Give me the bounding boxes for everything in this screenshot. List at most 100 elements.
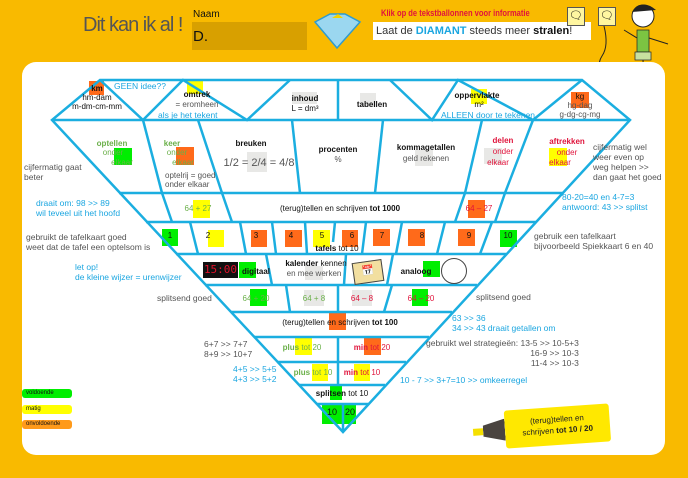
tekent-note: als je het tekent [158, 110, 218, 120]
slogan-mid: steeds meer [466, 25, 534, 37]
tafels-bold: tafels [315, 244, 337, 253]
speech-bubble-icon-2[interactable]: 🗨 [598, 7, 616, 26]
delen-elkaar: elkaar [487, 158, 509, 167]
tafel-2: 2 [205, 231, 211, 240]
note-line: beter [24, 172, 44, 182]
min-tot-20: min tot 20 [354, 343, 390, 352]
onder-elkaar-note: onder elkaar [165, 180, 210, 189]
delen-onder: onder [492, 147, 514, 156]
tafel-3: 3 [253, 231, 259, 240]
speech-bubble-icon-1[interactable]: 🗨 [567, 7, 585, 26]
min-word: min [353, 343, 368, 352]
note-line: cijfermatig gaat [24, 162, 82, 172]
tot-10-word: tot 10 [310, 368, 333, 377]
keer-label: keer [163, 139, 181, 148]
number-10: 10 [326, 407, 338, 417]
legend-matig: matig [22, 405, 72, 414]
note-line: bijvoorbeeld Spiekkaart 6 en 40 [534, 241, 654, 251]
note-line: let op! [75, 262, 99, 272]
tot-100-label: (terug)tellen en schrijven tot 100 [282, 318, 398, 327]
note-left-5: splitsend goed [157, 293, 212, 303]
kalender-label: kalender kennen [285, 259, 346, 268]
app-title: Dit kan ik al ! [83, 14, 183, 36]
note-line: weet dat de tafel een optelsom is [26, 242, 151, 252]
keer-elkaar: elkaar [172, 158, 194, 167]
tot-20-word: tot 20 [299, 343, 322, 352]
fraction-formula: 1/2 = 2/4 = 4/8 [223, 157, 295, 169]
hm-dam-label: hm-dam [82, 93, 112, 102]
highlighter-cap [472, 428, 484, 436]
tafel-5: 5 [319, 231, 325, 240]
slogan-bold: stralen [533, 25, 570, 37]
note-line: wil teveel uit het hoofd [36, 208, 121, 218]
tot-1000-pre: (terug)tellen en schrijven [279, 204, 370, 213]
tafel-4: 4 [288, 231, 294, 240]
alleen-note: ALLEEN door te tekenen [441, 110, 536, 120]
kg-label: kg [575, 92, 585, 101]
note-line: 63 >> 36 [452, 313, 486, 323]
optellen-elkaar: elkaar [111, 158, 133, 167]
kalender-label-2: en mee werken [286, 269, 342, 278]
m2-label: m² [474, 100, 484, 109]
note-line: weer even op [593, 152, 645, 162]
aftrekken-label: aftrekken [549, 137, 585, 146]
tafel-9: 9 [466, 231, 472, 240]
aftrekken-elkaar: elkaar [549, 158, 571, 167]
note-left-4: let op!de kleine wijzer = urenwijzer [75, 262, 182, 282]
analoog-label: analoog [400, 267, 432, 276]
kalender-bold: kalender [285, 259, 319, 268]
sum-64-plus-27: 64 + 27 [184, 204, 212, 213]
plus-tot-10: plus tot 10 [294, 368, 333, 377]
note-line: cijfermatig wel [593, 142, 647, 152]
status-tafel-2 [208, 230, 224, 247]
note-line: antwoord: 43 >> splitst [562, 202, 648, 212]
note-line: 6+7 >> 7+7 [204, 339, 248, 349]
digitaal-label: digitaal [241, 267, 271, 276]
sum-64-min-27: 64 – 27 [465, 204, 493, 213]
procenten-label: procenten [318, 145, 358, 154]
plus-word-2: plus [293, 368, 311, 377]
inhoud-label: inhoud [291, 94, 319, 103]
splitsen-bold: splitsen [315, 389, 346, 398]
name-label: Naam [193, 9, 220, 20]
tot-100-pre: (terug)tellen en schrijven [282, 318, 373, 327]
analog-clock-icon [441, 258, 467, 284]
highlighter-tip [482, 419, 505, 442]
omtrek-label: omtrek [183, 90, 211, 99]
highlighter-pre: schrijven [522, 426, 557, 438]
note-line: draait om: 98 >> 89 [36, 198, 110, 208]
delen-label: delen [492, 136, 514, 145]
note-line: 4+3 >> 5+2 [233, 374, 277, 384]
legend-onvoldoende: onvoldoende [22, 420, 72, 429]
oppervlakte-label: oppervlakte [454, 91, 500, 100]
tafel-1: 1 [167, 231, 173, 240]
optellen-label: optellen [96, 139, 128, 148]
note-line: dan gaat het goed [593, 172, 662, 182]
highlighter-body: (terug)tellen en schrijven tot 10 / 20 [503, 403, 612, 449]
number-20: 20 [344, 407, 356, 417]
splitsen-label: splitsen tot 10 [316, 389, 368, 398]
optelrij-note: optelrij = goed [165, 171, 216, 180]
tot-100-bold: tot 100 [372, 318, 398, 327]
tot-10-word-2: tot 10 [357, 368, 381, 377]
breuken-label: breuken [235, 139, 267, 148]
m-dm-label: m-dm-cm-mm [72, 102, 122, 111]
note-right-6: gebruikt wel strategieën: 13-5 >> 10-5+3… [426, 338, 579, 368]
hg-dag-label: hg-dag [567, 101, 593, 110]
g-dg-label: g-dg-cg-mg [559, 110, 601, 119]
note-line: 8+9 >> 10+7 [204, 349, 253, 359]
tafel-10: 10 [503, 231, 513, 240]
name-field[interactable]: D. [192, 22, 307, 50]
note-line: 16-9 >> 10-3 [530, 348, 579, 358]
note-line: gebruikt wel strategieën: 13-5 >> 10-5+3 [426, 338, 579, 348]
calendar-icon: 📅 [351, 259, 385, 285]
sum-64-plus-20: 64 + 20 [242, 294, 270, 303]
min-word-2: min [343, 368, 358, 377]
eromheen-label: = eromheen [175, 100, 219, 109]
digital-clock-icon: 15:00 [203, 262, 238, 278]
